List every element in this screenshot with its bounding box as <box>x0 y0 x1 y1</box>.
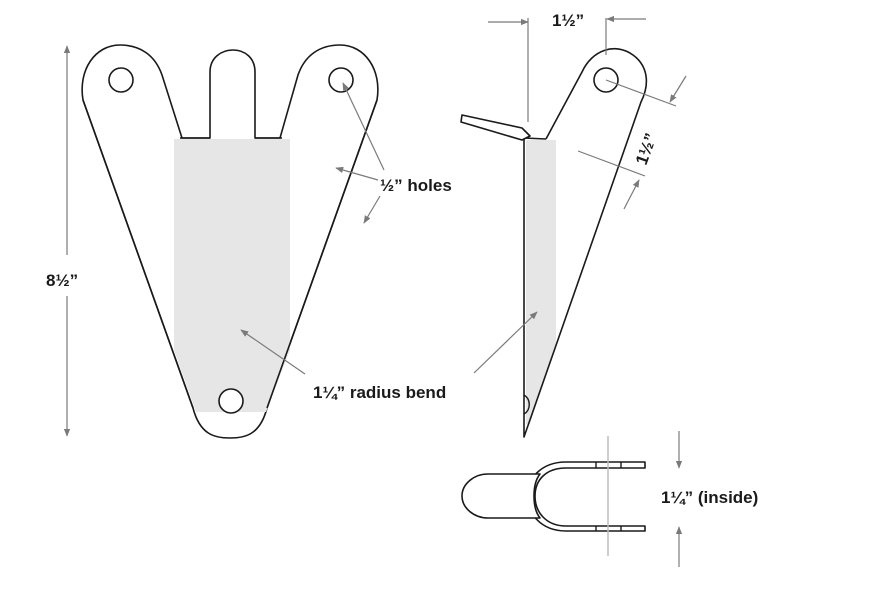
front-hole-top-left <box>108 67 134 93</box>
holes-leader-mid <box>335 166 379 181</box>
side-bend-zone-shade <box>526 140 556 424</box>
front-hole-top-right <box>328 67 354 93</box>
end-view: 1¼” (inside) <box>461 431 758 567</box>
front-view: 8½” ½” holes 1¼” radius bend <box>46 44 452 439</box>
end-view-tongue <box>461 473 541 519</box>
side-dim-label: 1½” <box>632 131 661 168</box>
top-width-label: 1½” <box>552 11 584 30</box>
side-view: 1½” 1½” <box>460 11 687 438</box>
side-bracket-outline <box>523 47 648 438</box>
side-dim-ext-upper <box>605 79 677 107</box>
side-dim-ext-lower <box>577 150 646 177</box>
front-bracket-outline-overlay <box>82 99 378 409</box>
bend-leader-front <box>240 329 306 375</box>
front-bend-zone-shade <box>174 139 290 412</box>
front-hole-bottom <box>218 388 244 414</box>
height-label: 8½” <box>46 271 78 290</box>
inside-label: 1¼” (inside) <box>661 488 758 507</box>
holes-label: ½” holes <box>380 176 452 195</box>
side-dim-arrow-lower <box>623 179 640 210</box>
holes-leader-up <box>342 82 385 171</box>
side-bottom-detail <box>523 394 530 415</box>
bend-leader-side <box>473 311 538 374</box>
side-dim-arrow-upper <box>669 75 687 103</box>
side-tab <box>460 114 531 141</box>
holes-leader-down <box>363 195 381 224</box>
end-view-outer <box>526 461 646 532</box>
bend-label: 1¼” radius bend <box>313 383 446 402</box>
